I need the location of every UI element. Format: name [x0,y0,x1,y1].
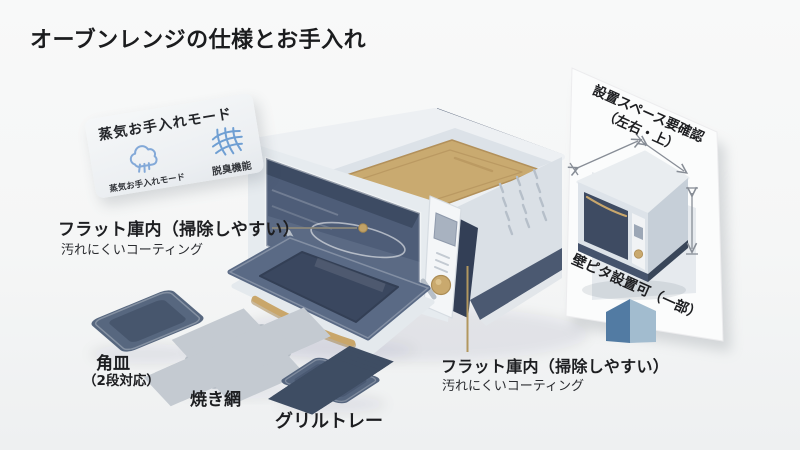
control-panel [423,195,462,319]
knob-highlight [435,279,442,285]
leader-lines [272,223,469,352]
left-leader-dot [358,223,368,233]
deodorize-icon [211,126,243,156]
square-tray [88,288,207,354]
dimension-arrows [567,133,698,255]
oven-knob [430,274,452,296]
install-panel-card [565,67,731,352]
grill-tray [278,356,383,405]
feature-steam: 蒸気お手入れモード [103,136,186,195]
oven-base [470,248,562,320]
wire-rack [184,324,292,390]
door-glass [259,251,399,323]
display [433,212,458,247]
oven-illustration [227,108,565,355]
steam-care-card: 蒸気お手入れモード 蒸気お手入れモード 脱臭 [84,92,265,199]
panel-buttons [434,252,450,273]
vent-slots [498,168,548,236]
steam-icon [130,145,158,173]
oven-door-open [227,235,435,355]
oven-foot [480,270,562,326]
oven-right-face [455,157,562,300]
wall-flush-icon [606,299,656,343]
feature-deodorize: 脱臭機能 [205,123,253,178]
steam-card-features: 蒸気お手入れモード 脱臭機能 [101,123,255,195]
